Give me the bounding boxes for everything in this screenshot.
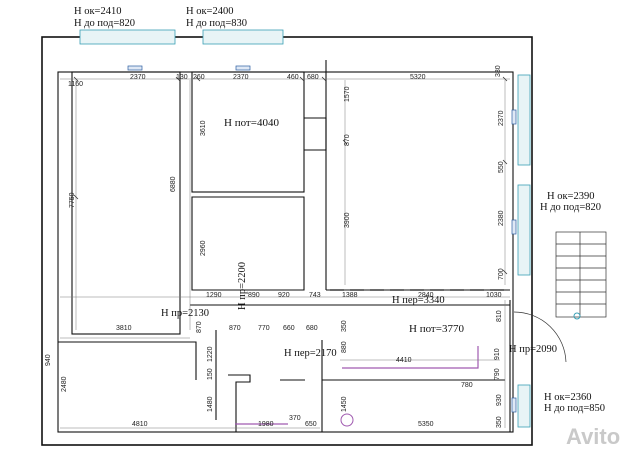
dim-mid-550: 550 (498, 161, 505, 173)
dim-low-770: 770 (258, 325, 270, 332)
window-4-sill-label: Н до под=850 (544, 403, 605, 414)
radiator-3-icon (511, 109, 517, 125)
dim-row-890: 890 (248, 292, 260, 299)
dim-top-1160: 1160 (68, 81, 83, 88)
window-1 (79, 29, 176, 45)
radiator-1-icon (127, 65, 143, 71)
window-2-height-label: Н ок=2400 (186, 6, 233, 17)
dim-low-1450: 1450 (341, 396, 348, 412)
radiator-5-icon (511, 397, 517, 413)
dim-low-4810: 4810 (132, 421, 148, 428)
dim-top-260: 260 (193, 74, 205, 81)
partitions (58, 60, 511, 432)
dim-row-2840: 2840 (418, 292, 434, 299)
window-3-height-label: Н ок=2390 (547, 191, 594, 202)
dim-low-650: 650 (305, 421, 317, 428)
dim-top-2370-a: 2370 (130, 74, 146, 81)
dim-top-680: 680 (307, 74, 319, 81)
staircase (555, 231, 607, 318)
opening-label-2: Н пр=2200 (237, 262, 248, 310)
dim-mid-1570: 1570 (344, 86, 351, 102)
window-1-height-label: Н ок=2410 (74, 6, 121, 17)
dim-low-870-a: 870 (196, 321, 203, 333)
dim-low-1480: 1480 (207, 396, 214, 412)
dim-mid-2380: 2380 (498, 210, 505, 226)
door-swing (513, 311, 567, 363)
ceiling-label-1: Н пот=4040 (224, 117, 279, 129)
dim-low-350-b: 350 (496, 416, 503, 428)
door-marker (573, 312, 581, 320)
window-4 (517, 384, 531, 428)
drain-icon (340, 413, 354, 427)
opening-label-1: Н пр=2130 (161, 308, 209, 319)
window-3-a (517, 74, 531, 166)
dim-mid-2370: 2370 (498, 110, 505, 126)
window-3-sill-label: Н до под=820 (540, 202, 601, 213)
dim-top-5320: 5320 (410, 74, 426, 81)
dim-low-940: 940 (45, 354, 52, 366)
dim-top-2370-b: 2370 (233, 74, 249, 81)
window-2-sill-label: Н до под=830 (186, 18, 247, 29)
dim-top-130: 130 (176, 74, 188, 81)
dim-low-660: 660 (283, 325, 295, 332)
outer-wall (41, 36, 533, 446)
dim-low-150: 150 (207, 368, 214, 380)
ceiling-label-2: Н пот=3770 (409, 323, 464, 335)
window-4-height-label: Н ок=2360 (544, 392, 591, 403)
window-2 (202, 29, 284, 45)
dim-top-330: 330 (495, 65, 502, 77)
dim-low-3810: 3810 (116, 325, 132, 332)
dim-low-2480: 2480 (61, 376, 68, 392)
opening-label-3: Н пр=2090 (509, 344, 557, 355)
dim-low-930: 930 (496, 394, 503, 406)
radiator-2-icon (235, 65, 251, 71)
dim-mid-700: 700 (498, 268, 505, 280)
dim-low-1980: 1980 (258, 421, 274, 428)
dim-top-460: 460 (287, 74, 299, 81)
dim-row-1290: 1290 (206, 292, 222, 299)
pipe-1 (342, 346, 479, 369)
beam-label-1: Н пер=3340 (392, 295, 445, 306)
dimension-ticks (73, 76, 508, 275)
dim-left-2960: 2960 (200, 240, 207, 256)
watermark-logo: Avito (566, 424, 620, 449)
window-3-b (517, 184, 531, 276)
dim-row-743: 743 (309, 292, 321, 299)
dim-low-680: 680 (306, 325, 318, 332)
dim-mid-3900: 3900 (344, 212, 351, 228)
dim-mid-870: 870 (344, 134, 351, 146)
radiator-4-icon (511, 219, 517, 235)
dimension-lines (60, 78, 510, 429)
dim-row-920: 920 (278, 292, 290, 299)
dim-low-4410: 4410 (396, 357, 412, 364)
dim-left-6880: 6880 (170, 176, 177, 192)
beam-label-2: Н пер=2170 (284, 348, 337, 359)
dim-low-780: 780 (461, 382, 473, 389)
dim-low-1220: 1220 (207, 346, 214, 362)
dim-row-1388: 1388 (342, 292, 358, 299)
dim-low-910: 910 (494, 348, 501, 360)
window-1-sill-label: Н до под=820 (74, 18, 135, 29)
dim-low-350-a: 350 (341, 320, 348, 332)
dim-low-5350: 5350 (418, 421, 434, 428)
dim-low-880: 880 (341, 341, 348, 353)
dim-low-870-b: 870 (229, 325, 241, 332)
dim-left-3610: 3610 (200, 120, 207, 136)
dim-row-1030: 1030 (486, 292, 502, 299)
dim-low-370: 370 (289, 415, 301, 422)
dim-left-7750: 7750 (69, 192, 76, 208)
dim-low-790: 790 (494, 368, 501, 380)
dim-low-810: 810 (496, 310, 503, 322)
